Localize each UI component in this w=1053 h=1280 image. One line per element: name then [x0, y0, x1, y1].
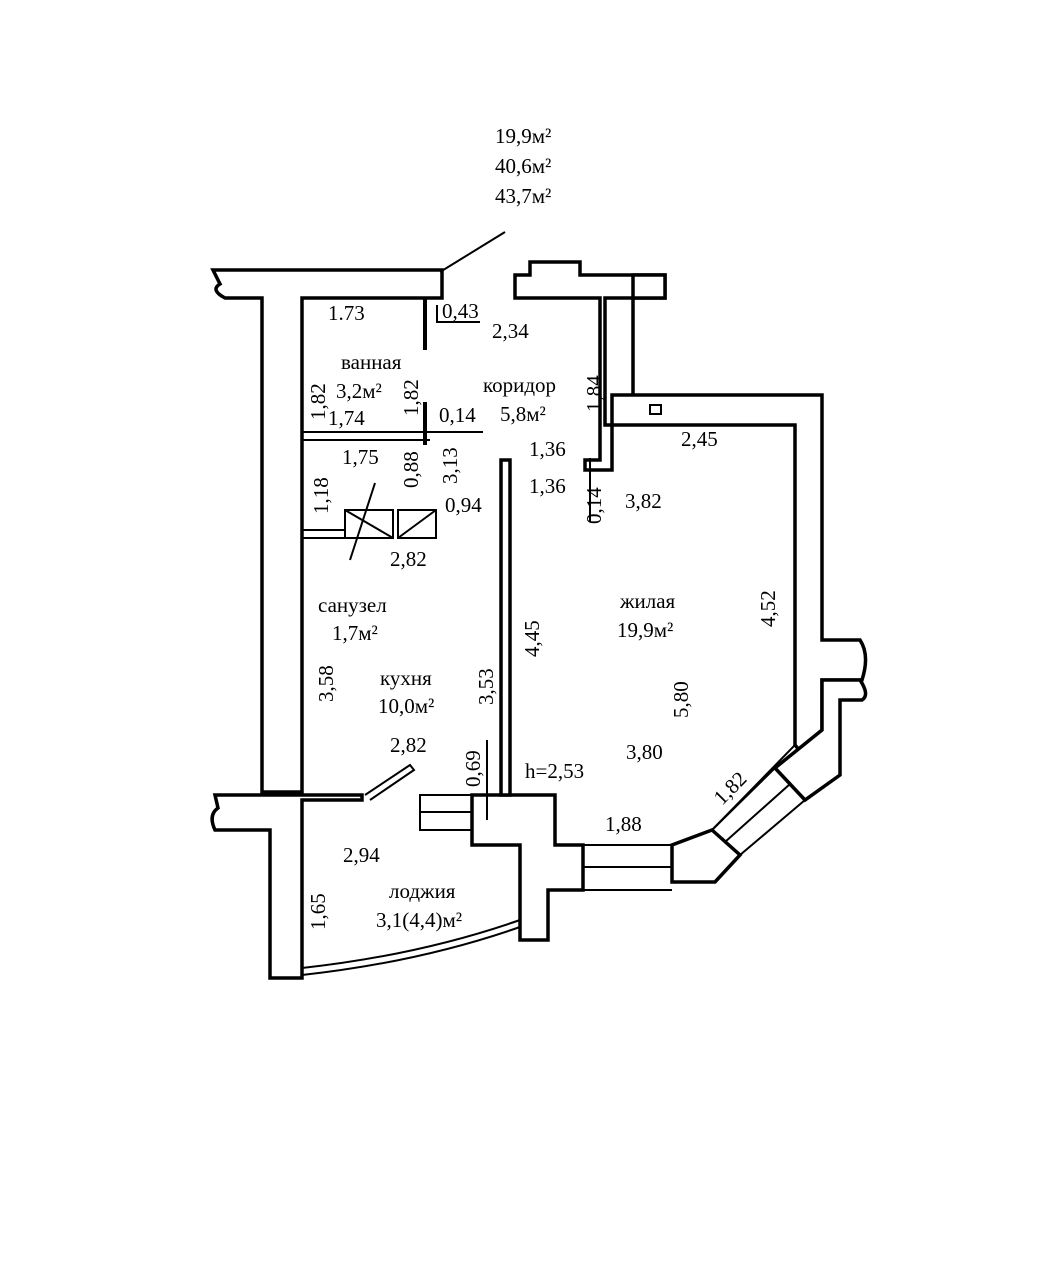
living-room-area: 19,9м²: [617, 618, 673, 642]
living-room-name: жилая: [619, 589, 676, 613]
dim-label: 1,82: [709, 767, 752, 810]
dim-label: 4,52: [756, 590, 780, 627]
wall-bottom-center: [470, 793, 585, 942]
dim-label: 4,45: [520, 620, 544, 657]
dim-label: 3,82: [625, 489, 662, 513]
loggia-area: 3,1(4,4)м²: [376, 908, 462, 932]
kitchen-partition: [499, 458, 512, 797]
dim-label: 0,88: [399, 451, 423, 488]
dim-label: 2,82: [390, 547, 427, 571]
dim-label: 1,74: [328, 406, 365, 430]
dim-label: 1,75: [342, 445, 379, 469]
kitchen-door: [364, 763, 416, 801]
kitchen-name: кухня: [380, 666, 432, 690]
dim-label: 3,80: [626, 740, 663, 764]
total-area-with-loggia: 43,7м²: [495, 184, 551, 208]
dim-label: 1,36: [529, 437, 566, 461]
dim-label: 1.73: [328, 301, 365, 325]
toilet-area: 1,7м²: [332, 621, 378, 645]
corridor-name: коридор: [483, 373, 556, 397]
dim-label: 0,14: [439, 403, 476, 427]
dim-label: 0,43: [442, 299, 479, 323]
dim-label: 1,82: [306, 383, 330, 420]
loggia-name: лоджия: [389, 879, 456, 903]
wall-left-upper: [210, 268, 444, 794]
dim-label: 0,14: [582, 487, 606, 524]
living-area-total: 19,9м²: [495, 124, 551, 148]
wall-bay: [772, 678, 868, 803]
ceiling-height: h=2,53: [525, 759, 584, 783]
window-loggia-door: [419, 794, 473, 831]
dim-label: 3,13: [438, 447, 462, 484]
wall-left-lower: [210, 793, 364, 980]
wc-bottom-line: [302, 529, 345, 539]
plumbing-fixtures: [344, 482, 437, 561]
dim-label: 5,80: [669, 681, 693, 718]
dim-label: 1,82: [399, 379, 423, 416]
dim-label: 0,94: [445, 493, 482, 517]
dim-label: 1,18: [309, 477, 333, 514]
corridor-area: 5,8м²: [500, 402, 546, 426]
dim-label: 2,34: [492, 319, 529, 343]
dim-label: 2,82: [390, 733, 427, 757]
dim-label: 1,36: [529, 474, 566, 498]
dim-label: 2,94: [343, 843, 380, 867]
dim-lines: [430, 305, 591, 820]
dim-label: 0,69: [461, 750, 485, 787]
toilet-name: санузел: [318, 593, 387, 617]
dim-label: 3,53: [474, 668, 498, 705]
wall-right-outer: [631, 273, 667, 300]
bathroom-name: ванная: [341, 350, 402, 374]
window-bottom: [583, 844, 672, 891]
dim-label: 1,84: [582, 375, 606, 412]
vent-icon: [649, 404, 662, 415]
leader-line: [439, 231, 506, 273]
bathroom-area: 3,2м²: [336, 379, 382, 403]
total-area: 40,6м²: [495, 154, 551, 178]
room-walls: [583, 424, 796, 846]
loggia-curve: [301, 919, 521, 976]
kitchen-area: 10,0м²: [378, 694, 434, 718]
dim-label: 1,88: [605, 812, 642, 836]
dim-label: 2,45: [681, 427, 718, 451]
dim-label: 3,58: [314, 665, 338, 702]
dim-label: 1,65: [306, 893, 330, 930]
bath-bottom-wall: [302, 431, 430, 441]
